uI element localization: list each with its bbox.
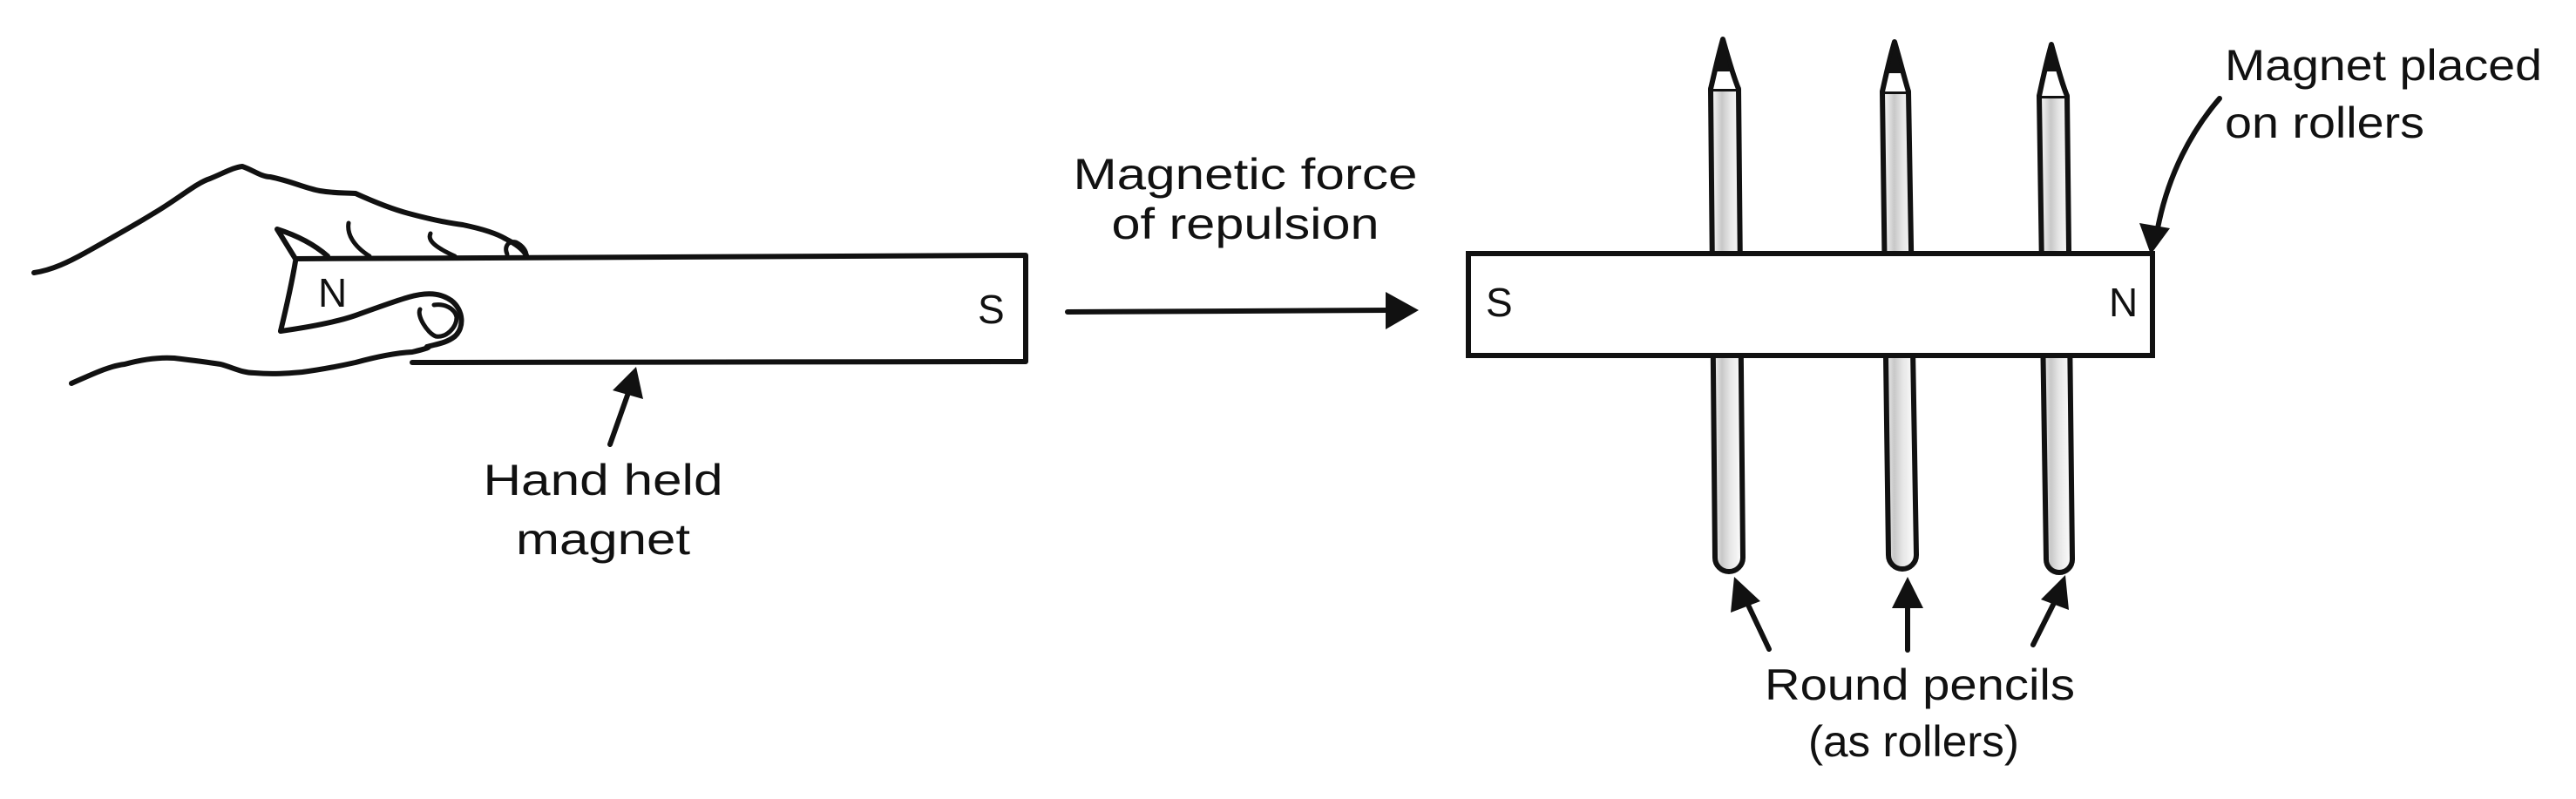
palm-edge xyxy=(278,259,298,334)
hand-fingernail xyxy=(504,240,529,258)
arrowhead-icon xyxy=(613,367,643,399)
roller-magnet-south-pole: S xyxy=(1486,280,1513,325)
roller-magnet-label-line-1: Magnet placed xyxy=(2225,41,2542,90)
hand-held-magnet-bar xyxy=(293,253,1028,365)
arrowhead-icon xyxy=(2041,575,2069,610)
hand-held-magnet-group: N S Hand held magnet xyxy=(31,164,1028,564)
finger-crease-2 xyxy=(427,231,458,259)
hand-magnet-north-pole: N xyxy=(318,270,347,315)
hand-held-magnet-label-line-2: magnet xyxy=(516,515,690,564)
pencils-label-line-1: Round pencils xyxy=(1765,660,2075,709)
force-label-line-2: of repulsion xyxy=(1112,200,1380,248)
roller-magnet-bar xyxy=(1466,251,2155,358)
pencil-lead-icon xyxy=(2045,44,2058,71)
arrowhead-icon xyxy=(1892,577,1923,608)
roller-magnet-pointer-arrow xyxy=(2139,96,2222,254)
force-arrow-shaft xyxy=(1065,308,1393,315)
hand-held-magnet-label-line-1: Hand held xyxy=(484,456,723,504)
hand-magnet-south-pole: S xyxy=(978,287,1005,332)
hand-upper-contour xyxy=(31,164,529,275)
pencil-pointer-arrow-1 xyxy=(1731,577,1772,652)
arrowhead-icon xyxy=(1731,577,1760,613)
hand-lower-contour xyxy=(69,344,431,386)
roller-magnet-group: S N Magnet placed on rollers Round penci… xyxy=(1466,37,2542,766)
pencil-pointer-arrow-3 xyxy=(2030,575,2069,647)
pencil-lead-icon xyxy=(1717,39,1730,71)
roller-magnet-label-line-2: on rollers xyxy=(2225,98,2424,147)
hand-held-magnet-pointer-arrow xyxy=(607,367,643,447)
thumb xyxy=(278,291,464,349)
roller-magnet-north-pole: N xyxy=(2109,280,2138,325)
finger-crease-1 xyxy=(346,220,372,259)
force-arrowhead-icon xyxy=(1386,292,1419,329)
pencil-pointer-arrow-2 xyxy=(1892,577,1923,653)
thumb-nail xyxy=(417,302,459,339)
hand-icon xyxy=(31,164,529,386)
arrowhead-icon xyxy=(2139,223,2170,254)
force-label-line-1: Magnetic force xyxy=(1074,150,1418,199)
index-finger xyxy=(275,227,330,261)
pencil-lead-icon xyxy=(1888,42,1901,73)
pencils-label-line-2: (as rollers) xyxy=(1808,717,2019,766)
repulsion-force-group: Magnetic force of repulsion xyxy=(1065,150,1419,329)
